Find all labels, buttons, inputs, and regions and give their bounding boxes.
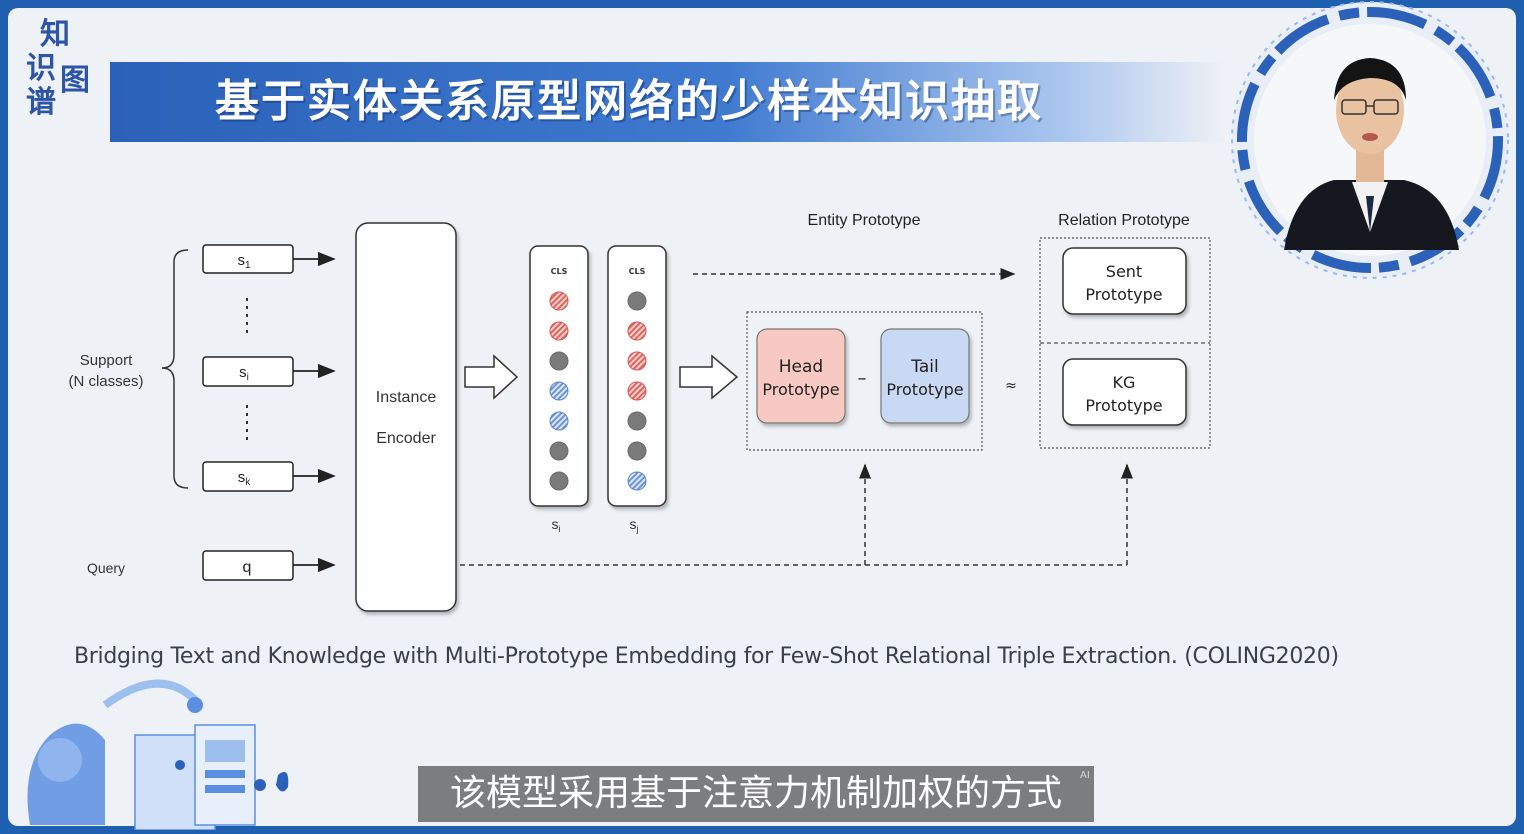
svg-text:Prototype: Prototype	[1085, 285, 1162, 304]
svg-text:Sent: Sent	[1106, 262, 1142, 281]
logo-char-tu: 图	[60, 63, 90, 98]
svg-text:Head: Head	[779, 357, 823, 377]
svg-text:Encoder: Encoder	[376, 430, 436, 447]
knowledge-graph-logo: 知 识 图 谱	[24, 18, 104, 122]
embedding-cell-striped-blue	[549, 411, 569, 431]
vector-label-si: si	[552, 516, 561, 534]
query-dashed-connector	[460, 463, 1133, 566]
logo-char-zhi: 知	[40, 17, 70, 52]
embedding-cell-gray	[627, 441, 647, 461]
embedding-cell-gray	[549, 351, 569, 371]
sent-prototype-box: Sent Prototype	[1062, 247, 1187, 315]
hollow-arrow-vectors	[679, 354, 739, 400]
query-label: Query	[87, 560, 125, 576]
svg-text:Prototype: Prototype	[762, 380, 839, 399]
embedding-cell-gray	[627, 411, 647, 431]
embedding-cell-gray	[627, 291, 647, 311]
svg-text:s1: s1	[237, 252, 251, 271]
minus-operator: –	[858, 368, 867, 389]
video-subtitle: 该模型采用基于注意力机制加权的方式	[418, 766, 1094, 822]
support-instance-sk: sk	[202, 461, 336, 492]
svg-text:sk: sk	[238, 469, 252, 488]
svg-text:q: q	[243, 559, 252, 576]
logo-char-shi: 识	[26, 51, 56, 86]
query-instance-q: q	[202, 550, 336, 581]
embedding-cell-gray	[549, 471, 569, 491]
entity-prototype-title: Entity Prototype	[808, 212, 921, 229]
embedding-cell-striped-red	[627, 381, 647, 401]
presenter-video-avatar	[1224, 0, 1524, 290]
embedding-vector-sj	[607, 245, 667, 507]
ai-illustration	[27, 679, 289, 830]
support-brace	[161, 249, 189, 489]
tail-prototype-box: Tail Prototype	[880, 328, 970, 424]
svg-text:Prototype: Prototype	[886, 380, 963, 399]
ai-watermark: AI	[1080, 770, 1090, 781]
embedding-cell-striped-blue	[549, 381, 569, 401]
relation-prototype-container	[1039, 237, 1211, 449]
embedding-cell-striped-red	[549, 321, 569, 341]
kg-prototype-box: KG Prototype	[1062, 358, 1187, 426]
embedding-cell-striped-red	[549, 291, 569, 311]
embedding-cell-striped-red	[627, 321, 647, 341]
vector-label-sj: sj	[630, 516, 639, 534]
support-label: Support	[80, 352, 133, 369]
head-prototype-box: Head Prototype	[756, 328, 846, 424]
svg-text:KG: KG	[1113, 373, 1136, 392]
embedding-vector-si	[529, 245, 589, 507]
instance-encoder-block: Instance Encoder	[355, 222, 457, 612]
approx-operator: ≈	[1005, 378, 1017, 394]
embedding-cell-gray	[549, 441, 569, 461]
logo-char-pu: 谱	[26, 85, 56, 120]
embedding-cell-striped-blue	[627, 471, 647, 491]
svg-text:si: si	[239, 364, 249, 383]
support-classes-label: (N classes)	[68, 373, 143, 390]
embedding-cell-striped-red	[627, 351, 647, 371]
cls-token-label: CLS	[629, 267, 646, 276]
title-banner	[110, 62, 1225, 142]
support-instance-si: si	[202, 356, 336, 387]
svg-text:Tail: Tail	[910, 357, 938, 377]
svg-text:Instance: Instance	[376, 389, 437, 406]
slide-title: 基于实体关系原型网络的少样本知识抽取	[215, 76, 1043, 127]
svg-text:Prototype: Prototype	[1085, 396, 1162, 415]
cls-token-label: CLS	[551, 267, 568, 276]
support-instance-s1: s1	[202, 244, 336, 274]
entity-prototype-container	[746, 311, 983, 451]
paper-citation: Bridging Text and Knowledge with Multi-P…	[74, 644, 1339, 669]
hollow-arrow-encoder	[464, 354, 519, 400]
relation-prototype-title: Relation Prototype	[1058, 212, 1190, 229]
